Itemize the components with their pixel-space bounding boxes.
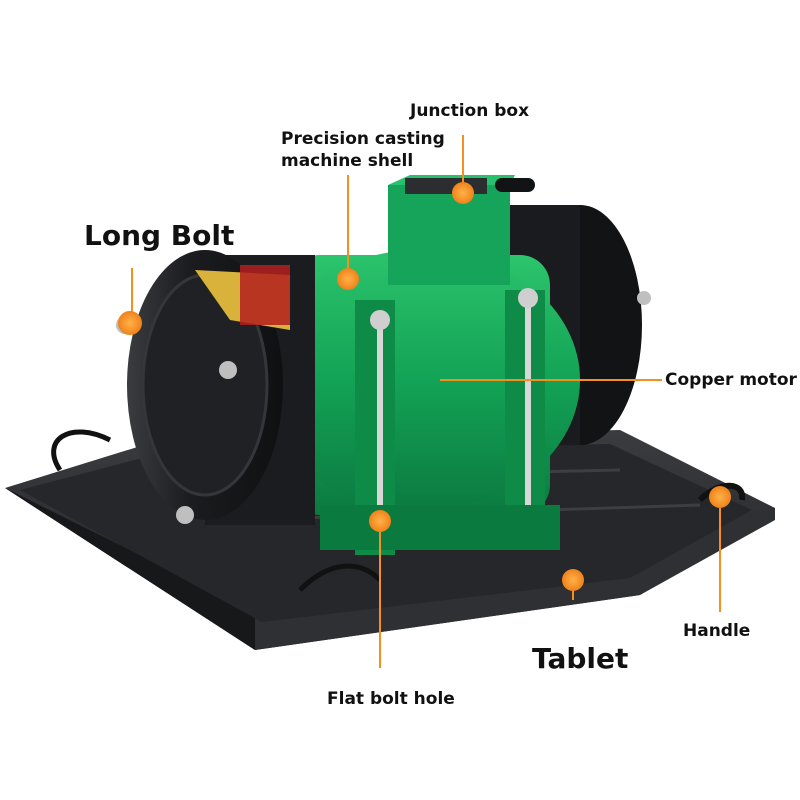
junction-box-label: Junction box [410, 101, 530, 121]
copper-motor-label: Copper motor [665, 370, 797, 390]
motor-green-body [260, 175, 580, 555]
marker-long-bolt [118, 311, 142, 335]
flat-bolt-hole-label: Flat bolt hole [327, 689, 455, 709]
marker-dots [118, 182, 731, 591]
marker-junction-box [452, 182, 474, 204]
handle-bar [697, 482, 746, 503]
long-bolt-label: Long Bolt [84, 219, 235, 252]
marker-flat-bolt-hole [369, 510, 391, 532]
casting-shell-label-line2: machine shell [281, 151, 414, 171]
marker-tablet [562, 569, 584, 591]
motor-left-cap [116, 250, 315, 525]
marker-handle [709, 486, 731, 508]
tablet-label: Tablet [532, 642, 629, 675]
handle-label: Handle [683, 621, 751, 641]
casting-shell-label-line1: Precision casting [281, 129, 445, 149]
marker-casting-shell [337, 268, 359, 290]
